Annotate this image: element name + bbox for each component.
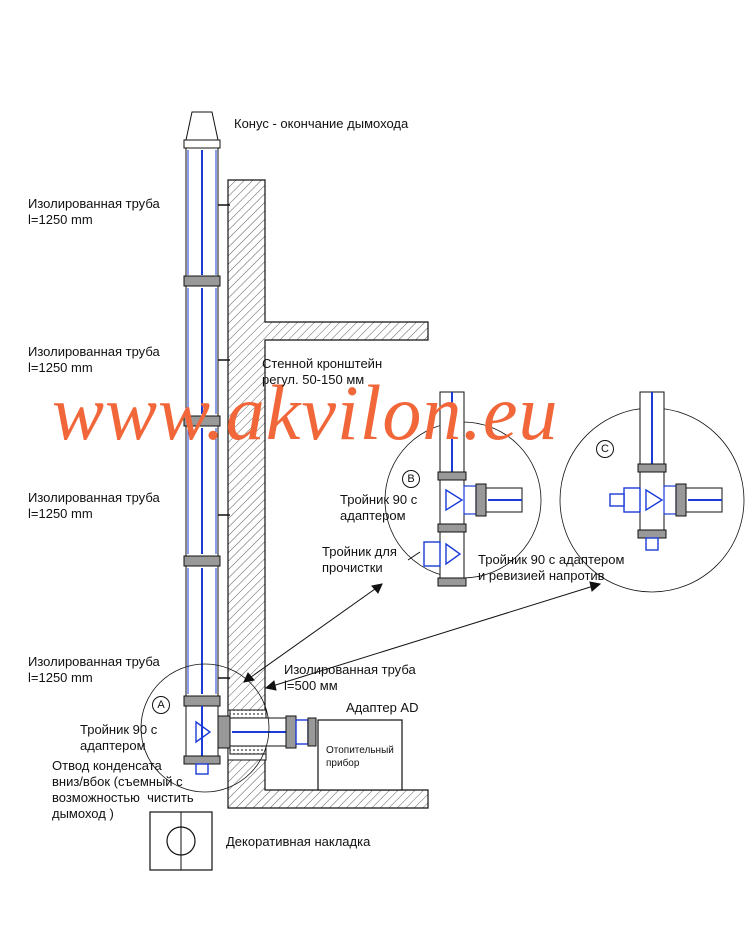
leader-lines bbox=[243, 551, 602, 691]
wall bbox=[227, 179, 429, 809]
vertical-chimney bbox=[183, 111, 230, 775]
heater bbox=[317, 719, 403, 791]
marker-c: C bbox=[596, 440, 614, 458]
label-pipe-3: Изолированная труба l=1250 mm bbox=[28, 490, 160, 521]
label-tee-revision: Тройник 90 с адаптером и ревизией напрот… bbox=[478, 552, 625, 583]
detail-c bbox=[559, 391, 745, 593]
marker-b: B bbox=[402, 470, 420, 488]
label-cleaning-tee: Тройник для прочистки bbox=[322, 544, 397, 575]
label-wall-bracket: Стенной кронштейн регул. 50-150 мм bbox=[262, 356, 383, 387]
label-tee-a: Тройник 90 с адаптером bbox=[80, 722, 158, 753]
cone-top bbox=[185, 111, 219, 141]
label-heater: Отопительный прибор bbox=[326, 745, 394, 769]
label-decorative: Декоративная накладка bbox=[226, 834, 371, 849]
horizontal-pipe bbox=[217, 709, 317, 755]
detail-circle-a bbox=[140, 663, 270, 793]
detail-b bbox=[384, 391, 542, 587]
label-pipe-2: Изолированная труба l=1250 mm bbox=[28, 344, 160, 375]
watermark: www.akvilon.eu bbox=[52, 369, 559, 456]
label-pipe-4: Изолированная труба l=1250 mm bbox=[28, 654, 160, 685]
label-tee-b: Тройник 90 с адаптером bbox=[340, 492, 418, 523]
label-cone: Конус - окончание дымохода bbox=[234, 116, 409, 131]
label-condensate: Отвод конденсата вниз/вбок (съемный с во… bbox=[52, 758, 194, 821]
label-pipe-500: Изолированная труба l=500 мм bbox=[284, 662, 416, 693]
label-adapter-ad: Адаптер AD bbox=[346, 700, 419, 715]
marker-a: A bbox=[152, 696, 170, 714]
label-pipe-1: Изолированная труба l=1250 mm bbox=[28, 196, 160, 227]
